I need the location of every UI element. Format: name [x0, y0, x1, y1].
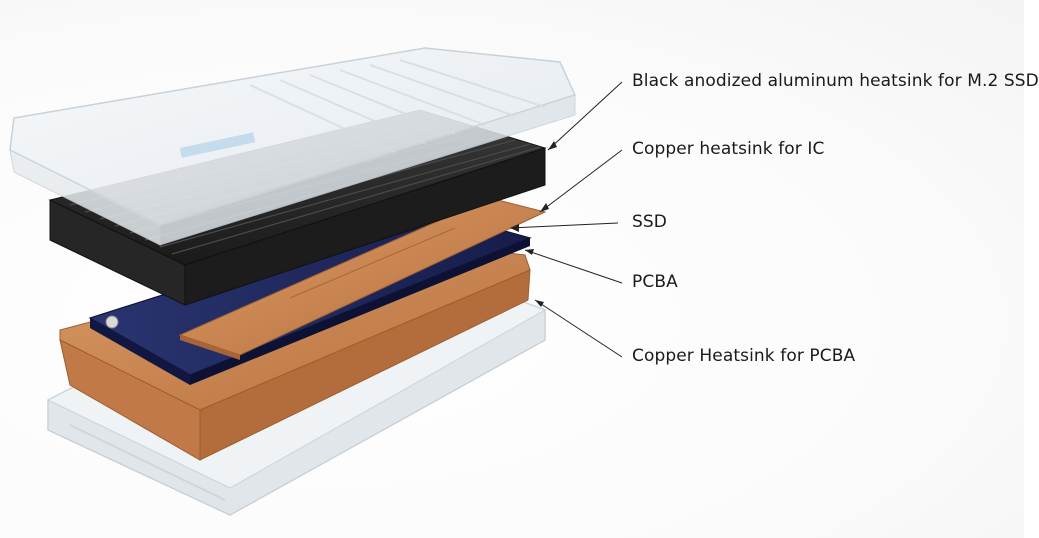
callout-copper-ic-heatsink: Copper heatsink for IC	[632, 139, 825, 159]
callout-copper-pcba-heatsink: Copper Heatsink for PCBA	[632, 346, 856, 366]
ssd-copper-ic-heatsink	[178, 197, 547, 360]
leader-pcba	[524, 249, 623, 284]
top-clear-shell	[9, 47, 577, 246]
callout-pcba: PCBA	[632, 272, 678, 292]
leader-ssd	[509, 222, 619, 229]
leader-copper-ic	[539, 149, 623, 213]
callout-aluminum-heatsink: Black anodized aluminum heatsink for M.2…	[632, 71, 1039, 91]
callout-leaders	[509, 81, 623, 358]
callout-ssd: SSD	[632, 212, 667, 232]
leader-copper-pcba	[534, 299, 623, 358]
leader-aluminum-heatsink	[547, 81, 623, 151]
